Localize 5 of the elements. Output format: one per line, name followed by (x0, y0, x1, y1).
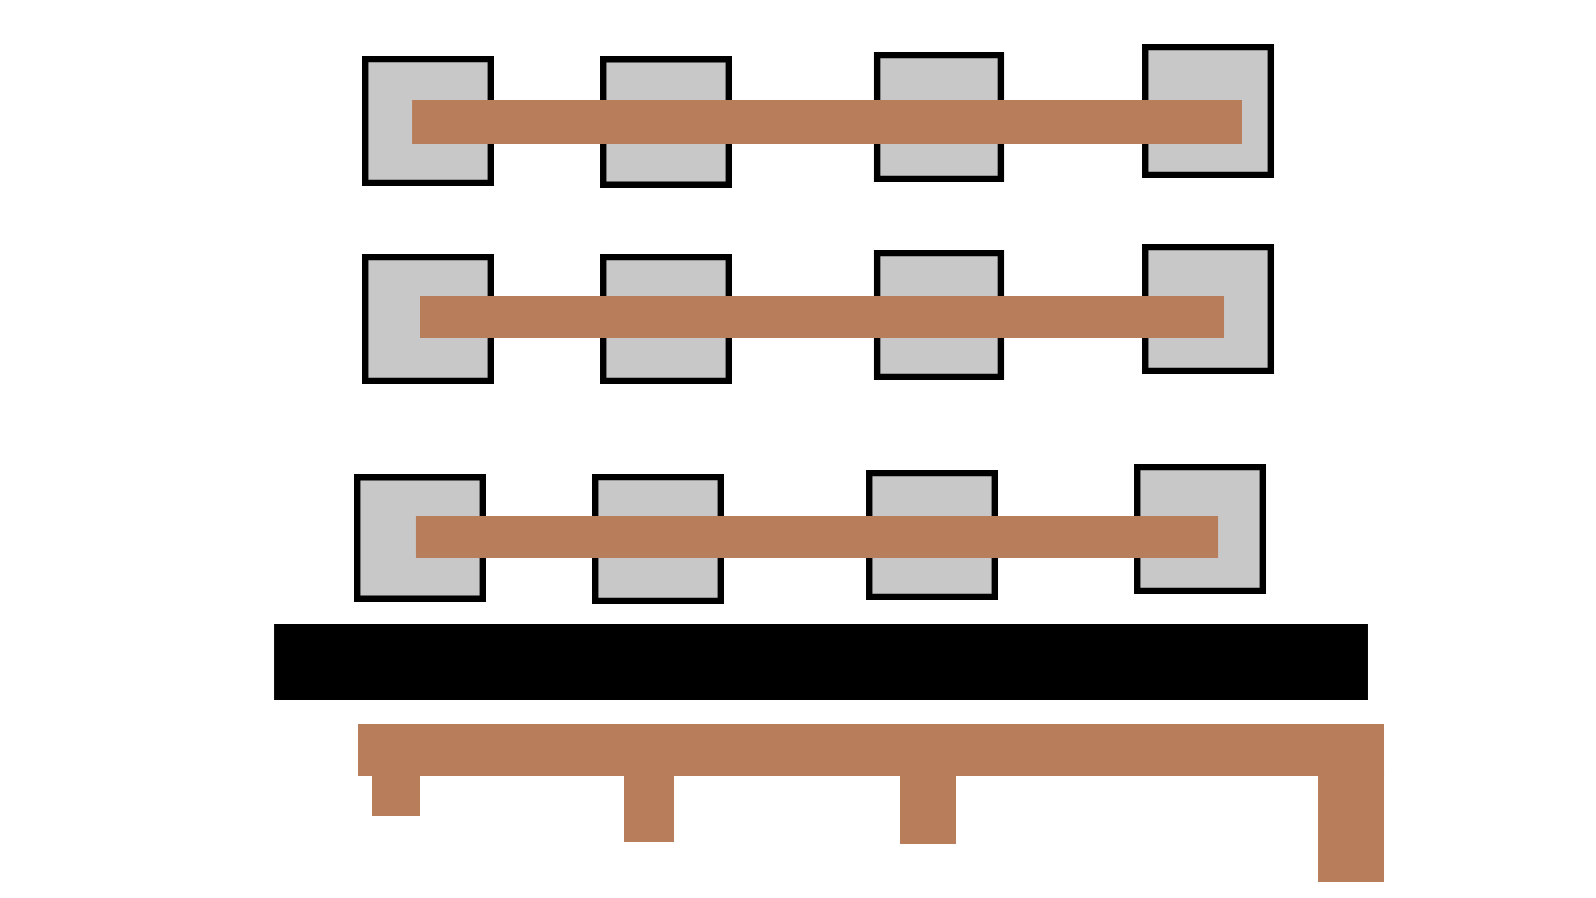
base-plate (274, 624, 1368, 700)
rod (412, 100, 1242, 144)
rod (415, 515, 1219, 559)
comb-drawing (358, 724, 1384, 882)
rod (420, 295, 1225, 339)
